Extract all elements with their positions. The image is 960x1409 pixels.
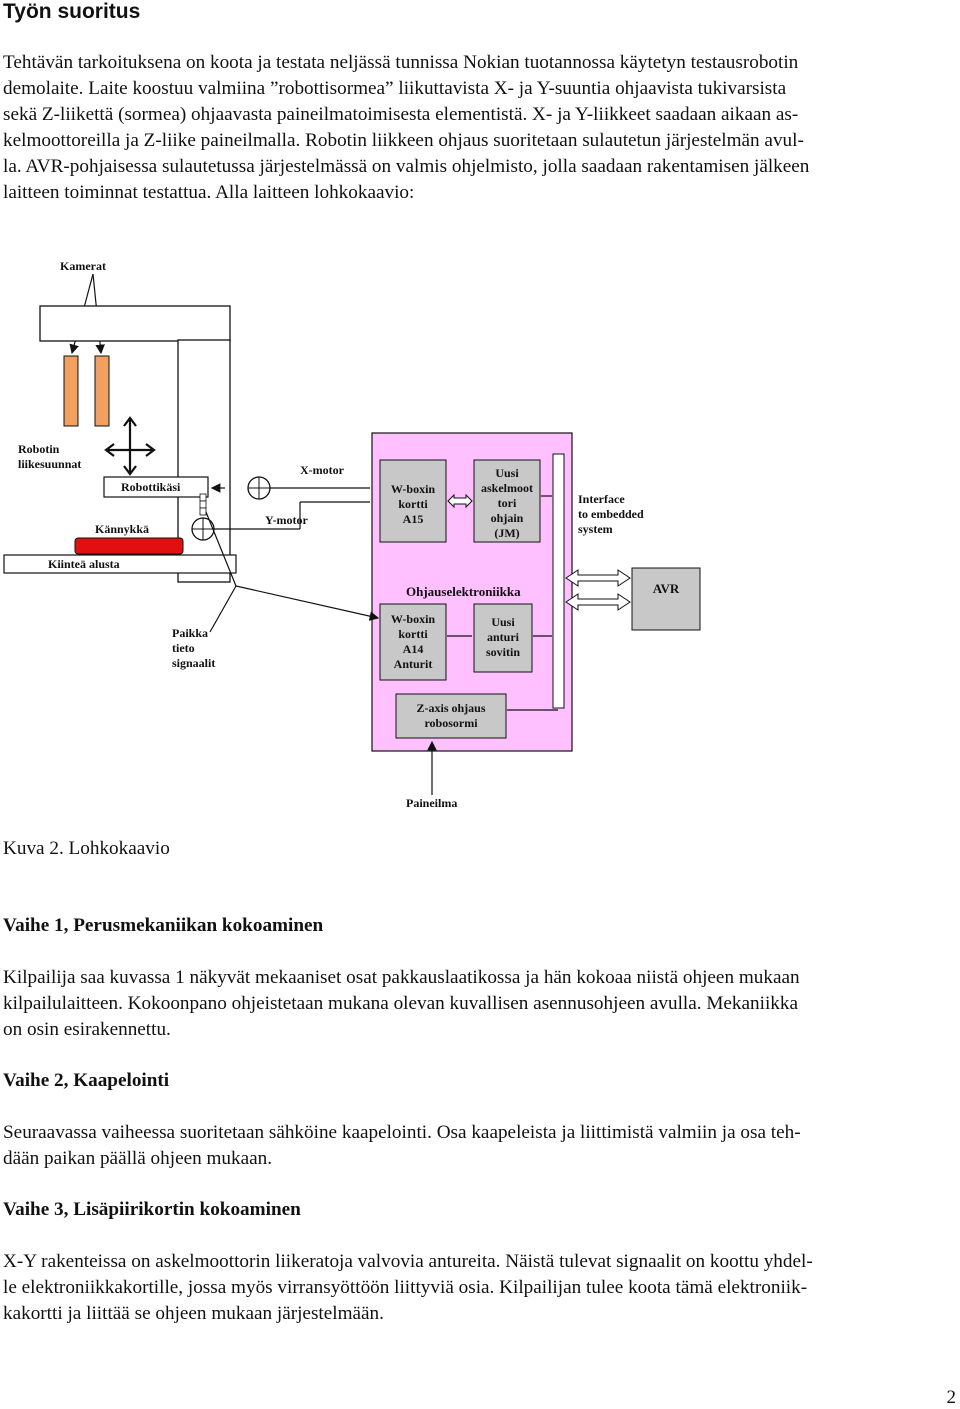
section-line: Seuraavassa vaiheessa suoritetaan sähköi… (3, 1122, 801, 1143)
wbox-a14-line: A14 (403, 642, 424, 656)
kannykka-label: Kännykkä (95, 522, 149, 536)
wiring (205, 487, 380, 633)
zaxis-line: robosormi (424, 716, 478, 730)
y-motor-icon (191, 517, 215, 541)
uusi-ohjain-line: Uusi (495, 466, 519, 480)
uusi-ohjain-line: ohjain (491, 511, 524, 525)
wbox-a15-box (379, 459, 447, 543)
interface-line: system (578, 522, 613, 536)
section-line: kakortti ja liittää se ohjeen mukaan jär… (3, 1303, 384, 1324)
interface-line: to embedded (578, 507, 644, 521)
intro-paragraph: Tehtävän tarkoituksena on koota ja testa… (3, 50, 953, 206)
section-line: le elektroniikkakortille, jossa myös vir… (3, 1277, 808, 1298)
paikka-line: signaalit (172, 656, 215, 670)
uusi-sovitin-line: Uusi (491, 615, 515, 629)
camera-right (94, 355, 110, 427)
y-motor-label: Y-motor (265, 513, 309, 527)
ohjauselektroniikka-label: Ohjauselektroniikka (406, 584, 521, 599)
section-paragraph: Seuraavassa vaiheessa suoritetaan sähköi… (3, 1120, 953, 1172)
wbox-a15-line: A15 (403, 512, 424, 526)
liikesuunnat-label: liikesuunnat (18, 457, 81, 471)
kiintea-alusta-label: Kiinteä alusta (48, 557, 120, 571)
avr-label: AVR (653, 581, 680, 596)
uusi-sovitin-line: anturi (487, 630, 520, 644)
block-diagram: Kamerat Robotin liikesuunnat Robottikäsi… (3, 259, 701, 810)
paineilma-label: Paineilma (406, 796, 457, 810)
avr-box (631, 567, 701, 631)
section-line: kilpailulaitteen. Kokoonpano ohjeistetaa… (3, 993, 798, 1014)
uusi-ohjain-line: tori (498, 496, 517, 510)
intro-line: kelmoottoreilla ja Z-liike paineilmalla.… (3, 130, 804, 151)
internal-bus (552, 453, 565, 709)
section-paragraph: X-Y rakenteissa on askelmoottorin liiker… (3, 1249, 953, 1327)
uusi-sovitin-line: sovitin (486, 645, 520, 659)
wbox-a14-line: kortti (398, 627, 428, 641)
paikka-line: tieto (172, 641, 195, 655)
robottikasi-label: Robottikäsi (121, 480, 181, 494)
wbox-a14-line: W-boxin (391, 612, 436, 626)
kiintea-alusta-base (3, 554, 237, 574)
interface-line: Interface (578, 492, 625, 506)
kamerat-label: Kamerat (60, 259, 106, 273)
robotin-label: Robotin (18, 442, 60, 456)
uusi-sovitin-box (473, 603, 533, 673)
uusi-ohjain-line: askelmoot (481, 481, 533, 495)
uusi-ohjain-line: (JM) (494, 526, 519, 540)
wbox-a15-line: kortti (398, 497, 428, 511)
wbox-a14-line: Anturit (394, 657, 433, 671)
zaxis-box (395, 693, 507, 739)
wbox-a15-line: W-boxin (391, 482, 436, 496)
wbox-a14-box (379, 603, 447, 681)
intro-line: Tehtävän tarkoituksena on koota ja testa… (3, 52, 799, 73)
section-line: Kilpailija saa kuvassa 1 näkyvät mekaani… (3, 967, 800, 988)
section-line: X-Y rakenteissa on askelmoottorin liiker… (3, 1251, 813, 1272)
x-motor-icon (247, 476, 271, 500)
section-line: on osin esirakennettu. (3, 1019, 171, 1040)
page-number: 2 (946, 1387, 957, 1408)
intro-line: laitteen toiminnat testattua. Alla laitt… (3, 182, 415, 203)
section-heading: Vaihe 1, Perusmekaniikan kokoaminen (3, 915, 324, 936)
intro-line: demolaite. Laite koostuu valmiina ”robot… (3, 78, 787, 99)
x-motor-label: X-motor (300, 463, 345, 477)
section-heading: Vaihe 2, Kaapelointi (3, 1070, 170, 1091)
movement-directions-icon (104, 416, 156, 476)
section-heading: Vaihe 3, Lisäpiirikortin kokoaminen (3, 1199, 301, 1220)
paikka-line: Paikka (172, 626, 208, 640)
section-line: dään paikan päällä ohjeen mukaan. (3, 1148, 273, 1169)
page-title: Työn suoritus (3, 0, 141, 23)
section-paragraph: Kilpailija saa kuvassa 1 näkyvät mekaani… (3, 965, 953, 1043)
intro-line: la. AVR-pohjaisessa sulautetussa järjest… (3, 156, 810, 177)
uusi-ohjain-box (473, 459, 541, 543)
robottikasi-box (103, 476, 209, 498)
zaxis-line: Z-axis ohjaus (416, 701, 485, 715)
kannykka-phone (74, 537, 184, 555)
camera-left (63, 355, 79, 427)
figure-caption: Kuva 2. Lohkokaavio (3, 838, 170, 859)
intro-line: sekä Z-liikettä (sormea) ohjaavasta pain… (3, 104, 799, 125)
robot-frame (39, 305, 231, 583)
